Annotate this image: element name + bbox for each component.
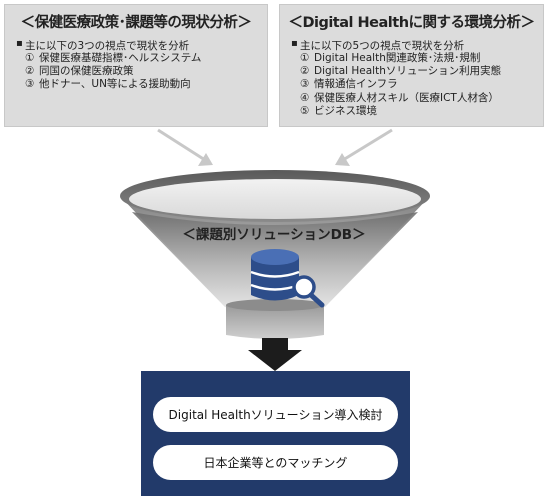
digital-health-analysis-box: ＜Digital Healthに関する環境分析＞ ▪ 主に以下の5つの視点で現状…	[279, 4, 544, 127]
company-matching-item: 日本企業等とのマッチング	[153, 445, 398, 480]
funnel-neck	[226, 305, 324, 339]
lead-text: 主に以下の5つの視点で現状を分析	[300, 40, 465, 52]
left-input-arrow	[157, 128, 213, 166]
result-panel: Digital Healthソリューション導入検討 日本企業等とのマッチング	[141, 371, 410, 496]
current-analysis-title: ＜保健医療政策･課題等の現状分析＞	[20, 15, 252, 31]
database-search-icon	[250, 249, 325, 308]
digital-health-analysis-title: ＜Digital Healthに関する環境分析＞	[288, 15, 535, 31]
digital-health-analysis-lead: ▪ 主に以下の5つの視点で現状を分析	[291, 38, 465, 53]
lead-text: 主に以下の3つの視点で現状を分析	[25, 40, 190, 52]
bullet-icon: ▪	[16, 38, 23, 49]
funnel-rim-inner	[129, 179, 421, 219]
bullet-icon: ▪	[291, 38, 298, 49]
right-input-arrow	[335, 128, 393, 166]
solution-db-title: ＜課題別ソリューションDB＞	[182, 227, 366, 243]
current-analysis-lead: ▪ 主に以下の3つの視点で現状を分析	[16, 38, 190, 53]
solution-introduction-item: Digital Healthソリューション導入検討	[153, 397, 398, 432]
output-arrow	[248, 338, 302, 371]
